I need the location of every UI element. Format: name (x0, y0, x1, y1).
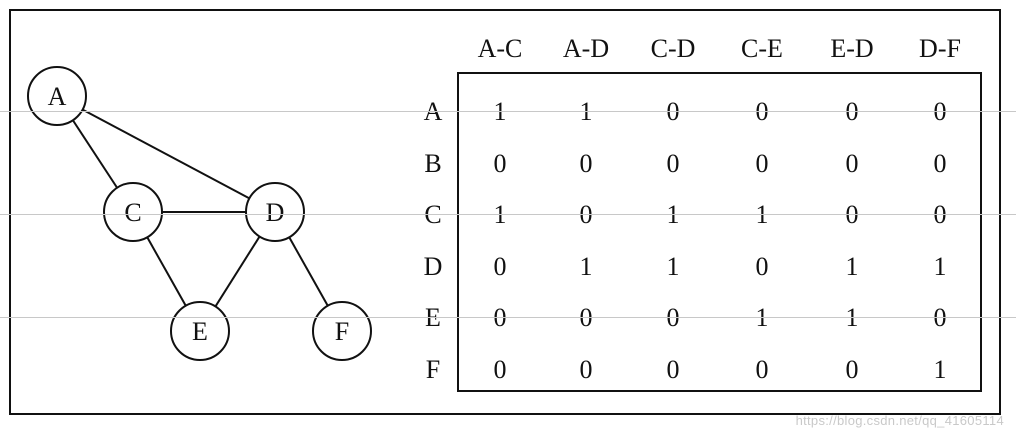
matrix-cell: 0 (580, 149, 593, 178)
node-circle (312, 301, 372, 361)
node-d: D (245, 182, 305, 242)
node-circle (27, 66, 87, 126)
scan-line (0, 111, 1016, 112)
matrix-cell: 0 (846, 355, 859, 384)
node-circle (170, 301, 230, 361)
matrix-cell: 0 (756, 149, 769, 178)
column-header: E-D (830, 34, 873, 63)
matrix-cell: 0 (756, 355, 769, 384)
matrix-box (457, 72, 982, 392)
node-label: C (124, 198, 141, 227)
outer-frame (9, 9, 1001, 415)
node-a: A (27, 66, 87, 126)
watermark: https://blog.csdn.net/qq_41605114 (795, 413, 1004, 428)
node-label: D (266, 198, 285, 227)
row-header: F (426, 355, 440, 384)
matrix-cell: 0 (846, 149, 859, 178)
column-header: D-F (919, 34, 961, 63)
column-header: A-D (563, 34, 609, 63)
matrix-cell: 0 (667, 355, 680, 384)
node-circle (103, 182, 163, 242)
matrix-cell: 1 (846, 252, 859, 281)
matrix-cell: 1 (934, 355, 947, 384)
row-header: B (424, 149, 441, 178)
matrix-column-headers: A-C A-D C-D C-E E-D D-F (478, 34, 961, 63)
node-f: F (312, 301, 372, 361)
node-label: A (48, 82, 67, 111)
node-label: F (335, 317, 349, 346)
matrix-cell: 0 (494, 252, 507, 281)
edge-a-c (72, 119, 118, 189)
node-label: E (192, 317, 208, 346)
graph-nodes: A C D E F (27, 66, 372, 361)
scan-line (0, 214, 1016, 215)
edge-a-d (82, 108, 250, 200)
column-header: C-E (741, 34, 783, 63)
column-header: C-D (651, 34, 696, 63)
matrix-cell: 0 (756, 252, 769, 281)
edge-d-f (288, 236, 329, 307)
edge-e-d (214, 236, 261, 307)
matrix-cell: 1 (667, 252, 680, 281)
matrix-cell: 0 (494, 355, 507, 384)
node-c: C (103, 182, 163, 242)
matrix-cell: 0 (934, 149, 947, 178)
node-circle (245, 182, 305, 242)
matrix-cell: 0 (667, 149, 680, 178)
node-e: E (170, 301, 230, 361)
matrix-cell: 1 (580, 252, 593, 281)
scan-line (0, 317, 1016, 318)
column-header: A-C (478, 34, 523, 63)
edge-c-e (146, 236, 187, 307)
matrix-cell: 1 (934, 252, 947, 281)
row-header: D (424, 252, 443, 281)
matrix-cell: 0 (580, 355, 593, 384)
graph-edges (72, 108, 329, 307)
matrix-cell: 0 (494, 149, 507, 178)
